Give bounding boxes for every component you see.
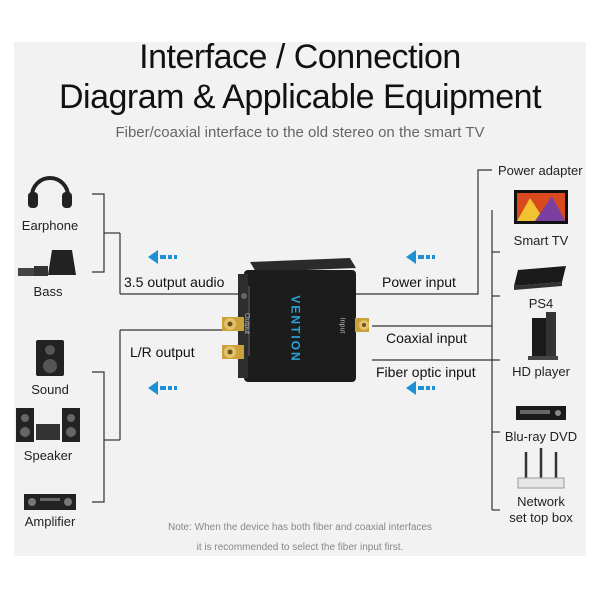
ps4-label: PS4 — [528, 296, 554, 311]
bluray-player-icon — [516, 406, 566, 420]
arrow-left-input-top — [406, 250, 435, 264]
arrow-left-output-top — [148, 250, 177, 264]
right-brackets — [355, 169, 500, 511]
hd-player-icon — [528, 312, 558, 360]
router-icon — [517, 448, 565, 489]
device-brand-label: VENTION — [288, 295, 303, 363]
sound-label: Sound — [31, 382, 69, 397]
bass-label: Bass — [33, 284, 63, 299]
arrow-left-input-bottom — [406, 381, 435, 395]
arrow-left-output-bottom — [148, 381, 177, 395]
speaker-icon — [36, 340, 64, 376]
title-line-1: Interface / Connection — [139, 38, 461, 76]
hd-player-label: HD player — [512, 364, 570, 379]
lr-output-label: L/R output — [130, 344, 195, 360]
subtitle: Fiber/coaxial interface to the old stere… — [115, 124, 485, 141]
smart-tv-icon — [514, 190, 568, 224]
note-line-2: it is recommended to select the fiber in… — [196, 542, 404, 553]
bluray-label: Blu-ray DVD — [504, 429, 578, 444]
headphones-icon — [28, 176, 72, 208]
left-bottom-bracket — [92, 329, 222, 503]
coaxial-input-label: Coaxial input — [386, 330, 467, 346]
power-input-label: Power input — [382, 274, 456, 290]
converter-device-icon — [222, 258, 369, 382]
network-label-line1: Network — [517, 494, 565, 509]
amplifier-label: Amplifier — [24, 514, 76, 529]
smart-tv-label: Smart TV — [513, 233, 569, 248]
device-output-label: Output — [243, 312, 251, 335]
amplifier-icon — [24, 494, 76, 510]
earphone-label: Earphone — [21, 218, 79, 233]
output-audio-label: 3.5 output audio — [124, 274, 225, 290]
ps4-console-icon — [514, 266, 566, 290]
fiber-input-label: Fiber optic input — [376, 364, 476, 380]
subwoofer-icon — [18, 250, 76, 276]
power-adapter-label: Power adapter — [498, 163, 583, 178]
network-label-line2: set top box — [509, 510, 573, 525]
stereo-system-icon — [16, 408, 80, 442]
device-input-label: Input — [338, 317, 346, 334]
speaker-label: Speaker — [23, 448, 73, 463]
left-top-bracket — [92, 193, 240, 295]
title-line-2: Diagram & Applicable Equipment — [58, 78, 542, 116]
note-line-1: Note: When the device has both fiber and… — [167, 522, 433, 533]
